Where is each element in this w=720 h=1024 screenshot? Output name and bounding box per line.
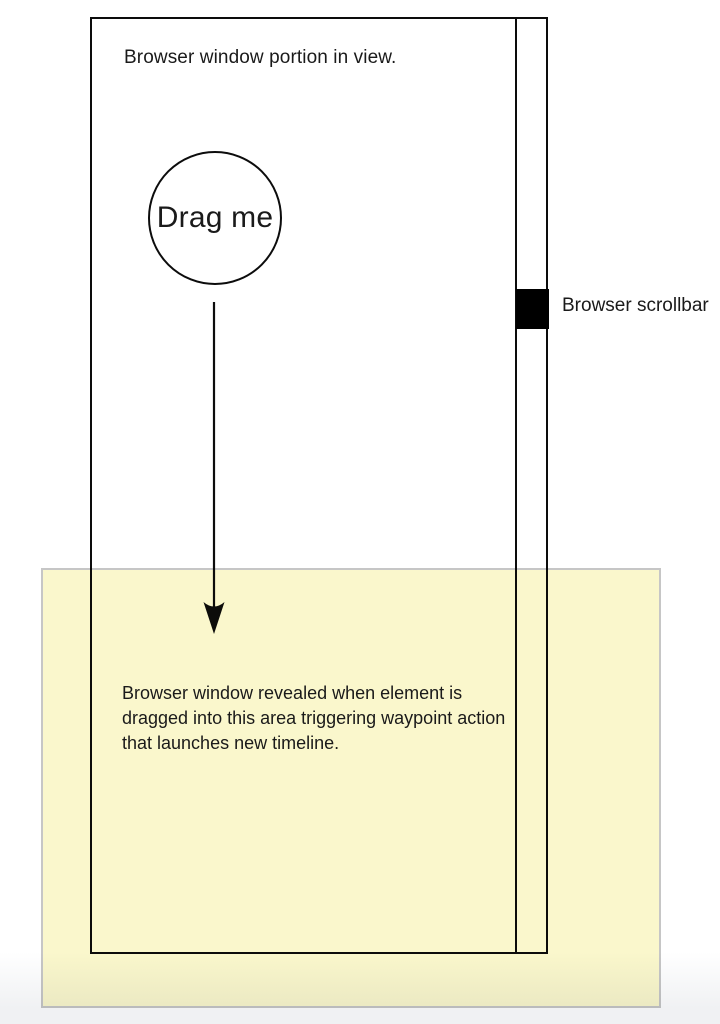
waypoint-drop-area[interactable] bbox=[41, 568, 661, 1008]
waypoint-area-description: Browser window revealed when element is … bbox=[122, 681, 505, 756]
browser-window-label: Browser window portion in view. bbox=[124, 47, 397, 68]
waypoint-description-line-1: Browser window revealed when element is bbox=[122, 683, 463, 703]
scrollbar-label: Browser scrollbar bbox=[562, 295, 709, 316]
drag-me-circle[interactable]: Drag me bbox=[148, 151, 282, 285]
waypoint-description-line-3: that launches new timeline. bbox=[122, 733, 340, 753]
drag-me-label: Drag me bbox=[156, 201, 274, 234]
scrollbar-thumb[interactable] bbox=[516, 289, 549, 329]
waypoint-description-line-2: dragged into this area triggering waypoi… bbox=[122, 708, 506, 728]
